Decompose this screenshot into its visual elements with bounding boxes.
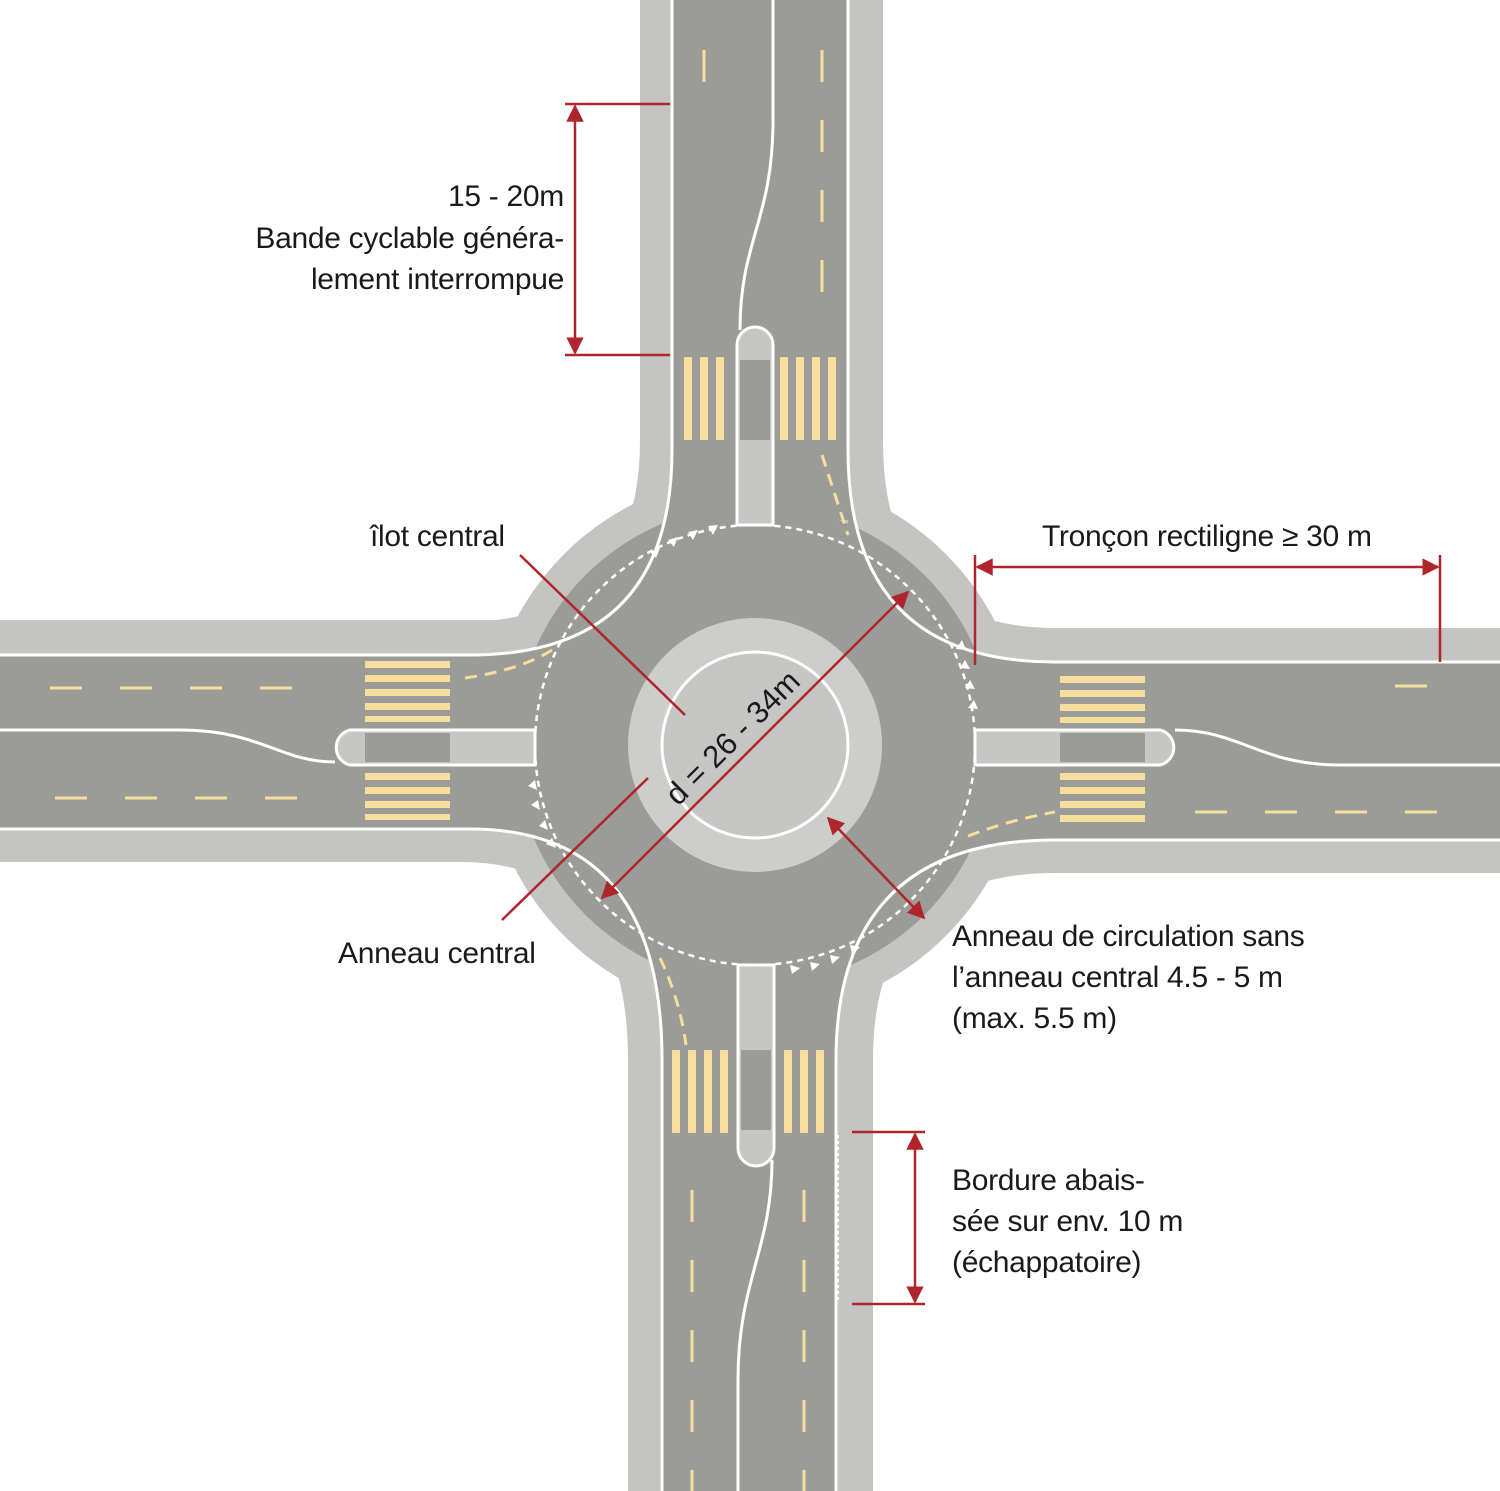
cycle-lane-dashes xyxy=(50,50,1460,1491)
lowered-curb-line2: sée sur env. 10 m xyxy=(952,1205,1184,1238)
straight-section-label: Tronçon rectiligne ≥ 30 m xyxy=(1042,520,1372,553)
lowered-curb-line3: (échappatoire) xyxy=(952,1246,1142,1279)
dimension-lines xyxy=(501,102,1442,1306)
cycle-lane-desc-line1: Bande cyclable généra- xyxy=(255,222,564,255)
yield-triangles xyxy=(528,525,978,974)
lowered-curb-line1: Bordure abais- xyxy=(952,1164,1145,1197)
central-ring-label: Anneau central xyxy=(338,937,536,970)
central-island-label: îlot central xyxy=(370,520,505,553)
pedestrian-crossings xyxy=(365,357,1145,1133)
central-ring-leader xyxy=(501,777,649,921)
cycle-lane-length-label: 15 - 20m xyxy=(448,180,564,213)
cycle-lane-desc-line2: lement interrompue xyxy=(310,263,564,296)
traffic-ring-line1: Anneau de circulation sans xyxy=(952,920,1305,953)
central-island-leader xyxy=(519,554,686,716)
traffic-ring-line2: l’anneau central 4.5 - 5 m xyxy=(952,961,1283,994)
traffic-ring-width-arrow xyxy=(826,816,926,920)
splitter-islands xyxy=(334,325,1176,1168)
diameter-arrow xyxy=(600,590,910,900)
traffic-ring-line3: (max. 5.5 m) xyxy=(952,1002,1117,1035)
